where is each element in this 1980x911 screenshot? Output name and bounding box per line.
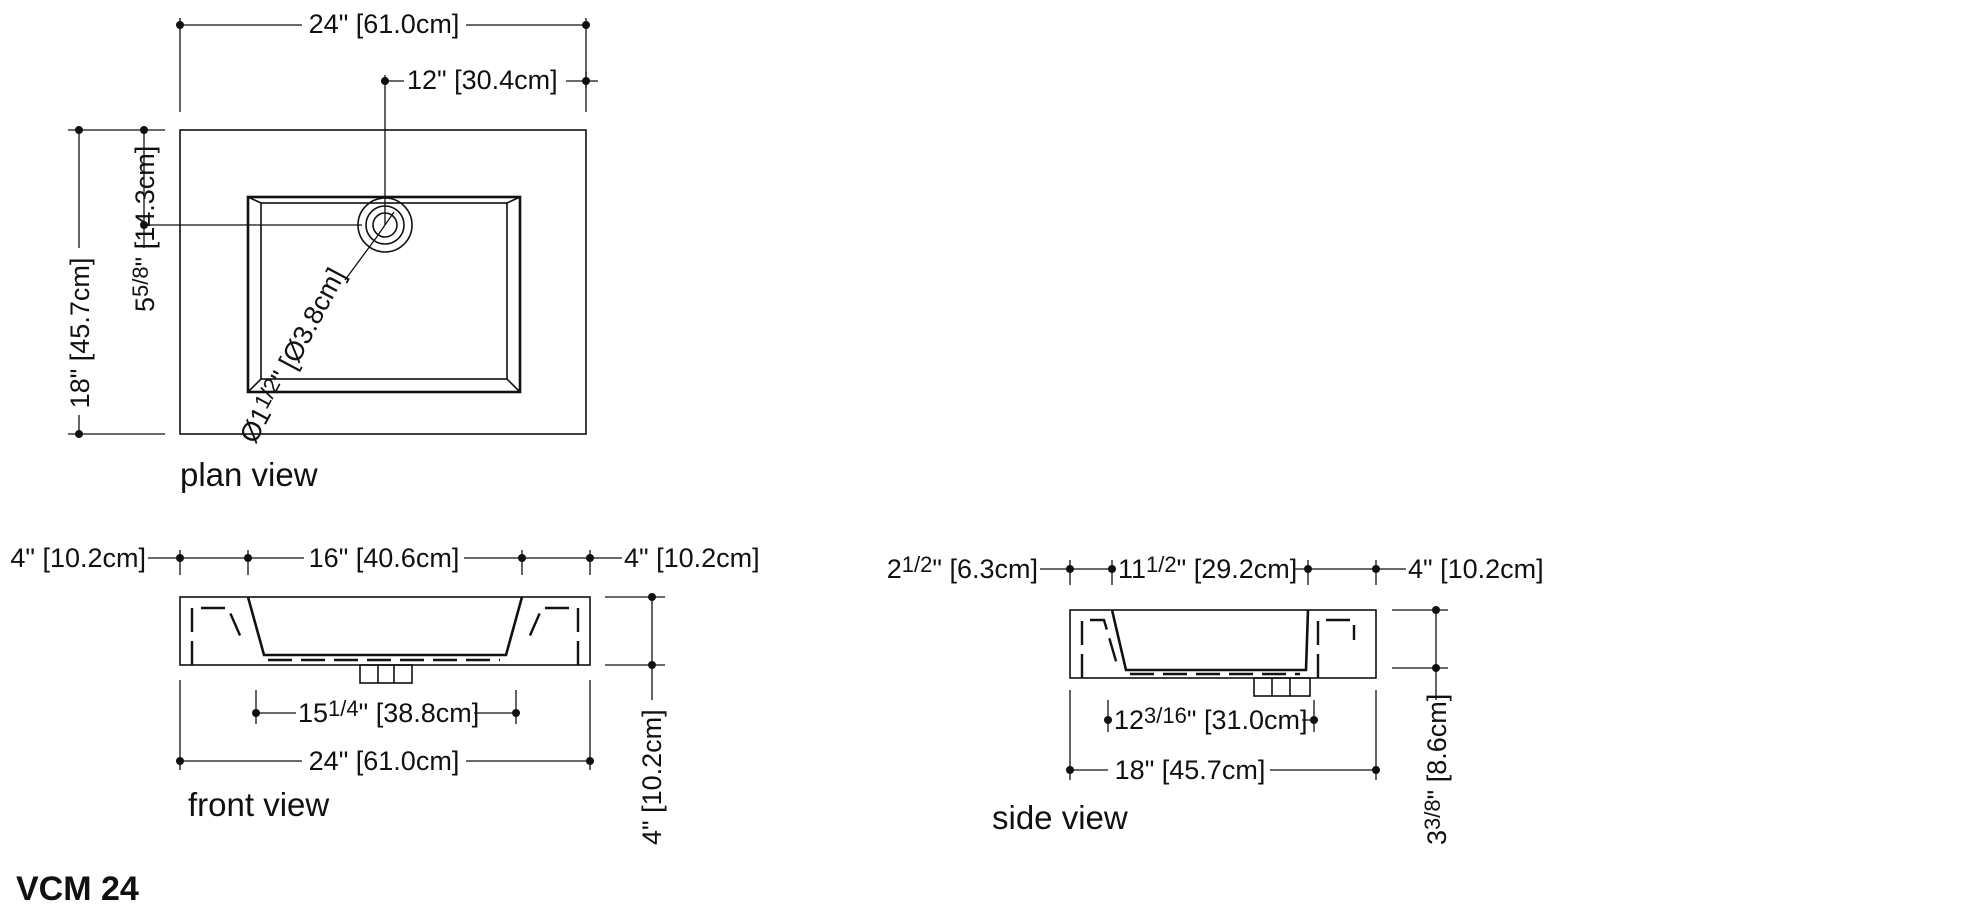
- front-bottom-width-label: 151/4" [38.8cm]: [298, 696, 479, 728]
- front-bottom-width-dimension: 151/4" [38.8cm]: [252, 690, 520, 728]
- side-front-rim-label: 21/2" [6.3cm]: [887, 552, 1038, 584]
- plan-drain-offset-dimension: 12" [30.4cm]: [381, 65, 598, 225]
- front-top-dimensions: 4" [10.2cm] 16" [40.6cm] 4" [10.2cm]: [10, 543, 760, 575]
- front-drain: [359, 664, 413, 684]
- front-basin-profile: [246, 596, 524, 657]
- side-top-dimensions: 21/2" [6.3cm] 111/2" [29.2cm] 4" [10.2cm…: [887, 552, 1544, 585]
- front-basin-width-label: 16" [40.6cm]: [309, 543, 460, 573]
- plan-depth-label: 18" [45.7cm]: [65, 258, 95, 409]
- front-hidden-right: [526, 606, 580, 665]
- side-drain: [1253, 677, 1311, 697]
- side-outline: [1069, 609, 1377, 679]
- plan-view: 24" [61.0cm] 12" [30.4cm] 18" [45.7cm]: [65, 9, 598, 493]
- plan-view-label: plan view: [180, 456, 318, 493]
- side-hidden-left: [1080, 618, 1120, 678]
- plan-depth-dimension: 18" [45.7cm]: [65, 126, 165, 438]
- side-view-label: side view: [992, 799, 1128, 836]
- plan-drain-diameter-label: Ø11/2" [Ø3.8cm]: [232, 262, 351, 448]
- front-overall-width-label: 24" [61.0cm]: [309, 746, 460, 776]
- front-height-dimension: 4" [10.2cm]: [605, 593, 667, 845]
- product-title: VCM 24: [16, 870, 139, 908]
- side-back-deck-label: 4" [10.2cm]: [1408, 554, 1544, 584]
- plan-basin-outer: [246, 195, 522, 394]
- plan-countertop-outline: [179, 129, 587, 435]
- plan-drain-offset-label: 12" [30.4cm]: [407, 65, 558, 95]
- plan-basin-inner: [260, 202, 508, 380]
- side-bottom-depth-label: 123/16" [31.0cm]: [1114, 703, 1308, 735]
- front-left-deck-label: 4" [10.2cm]: [10, 543, 146, 573]
- plan-basin-bevels: [247, 196, 521, 393]
- side-basin-depth-label: 111/2" [29.2cm]: [1118, 552, 1297, 584]
- side-basin-height-label: 33/8" [8.6cm]: [1420, 694, 1452, 845]
- side-basin-profile: [1110, 609, 1310, 672]
- front-overall-width-dimension: 24" [61.0cm]: [176, 680, 594, 776]
- side-bottom-depth-dimension: 123/16" [31.0cm]: [1104, 700, 1318, 735]
- front-height-label: 4" [10.2cm]: [637, 709, 667, 845]
- front-right-deck-label: 4" [10.2cm]: [624, 543, 760, 573]
- side-overall-depth-dimension: 18" [45.7cm]: [1066, 690, 1380, 785]
- side-basin-height-dimension: 33/8" [8.6cm]: [1392, 606, 1452, 845]
- plan-drain-from-back-dimension: 55/8" [14.3cm]: [128, 126, 362, 312]
- front-view-label: front view: [188, 786, 329, 823]
- side-view: 21/2" [6.3cm] 111/2" [29.2cm] 4" [10.2cm…: [887, 552, 1544, 845]
- side-hidden-right: [1316, 618, 1356, 678]
- plan-width-label: 24" [61.0cm]: [309, 9, 460, 39]
- side-overall-depth-label: 18" [45.7cm]: [1115, 755, 1266, 785]
- front-view: 4" [10.2cm] 16" [40.6cm] 4" [10.2cm] 151…: [10, 543, 759, 845]
- front-hidden-left: [190, 606, 244, 665]
- plan-width-dimension: 24" [61.0cm]: [176, 9, 590, 112]
- plan-drain-from-back-label: 55/8" [14.3cm]: [128, 146, 160, 312]
- plan-drain-diameter-leader: Ø11/2" [Ø3.8cm]: [232, 211, 395, 448]
